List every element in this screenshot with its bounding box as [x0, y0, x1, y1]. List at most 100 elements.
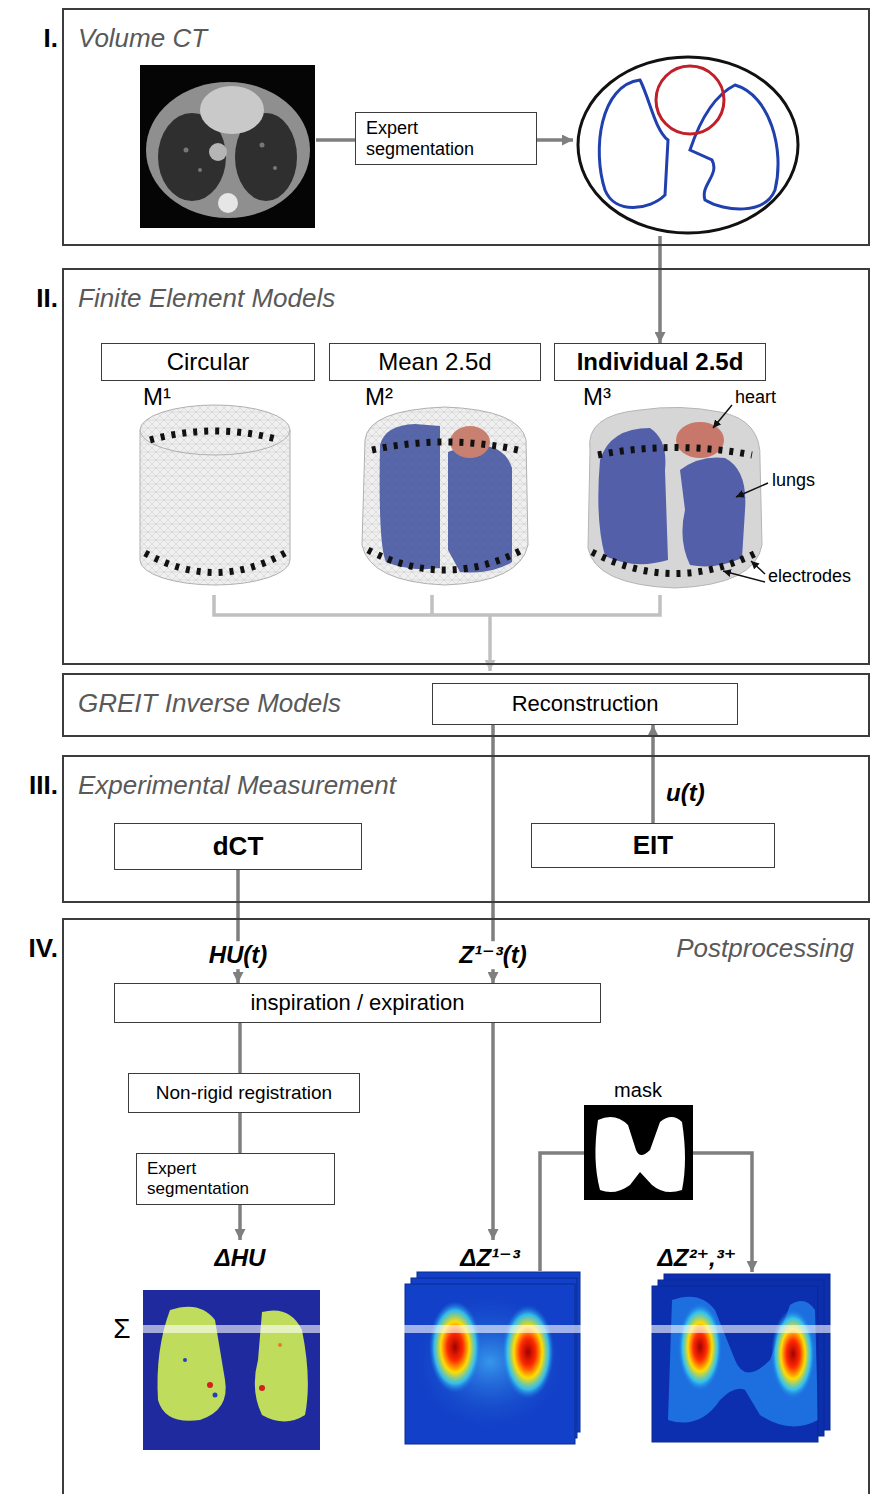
panel-numeral: III. [29, 771, 58, 801]
panel-title: GREIT Inverse Models [78, 689, 341, 719]
ct-scan-image [200, 86, 264, 134]
circular-model [140, 405, 290, 455]
signal-label: HU(t) [206, 941, 271, 969]
panel-title: Postprocessing [676, 934, 854, 964]
masked-eit-image-stack [652, 1274, 830, 1442]
ct-difference-image [207, 1382, 213, 1388]
figure-label: Σ [113, 1313, 130, 1345]
process-arrow [316, 138, 355, 142]
process-box: Non-rigid registration [128, 1073, 360, 1113]
ct-difference-image [213, 1393, 218, 1398]
ct-difference-image [143, 1290, 320, 1450]
ct-scan-image [273, 166, 277, 170]
box-label: Circular [167, 348, 250, 376]
masked-eit-image-stack [652, 1286, 818, 1442]
eit-image-stack [429, 1301, 481, 1393]
mean-model [362, 407, 528, 585]
masked-eit-image-stack [652, 1286, 818, 1442]
masked-eit-image-stack [668, 1297, 818, 1427]
figure-label: ΔZ²⁺,³⁺ [658, 1244, 737, 1272]
masked-eit-image-stack [678, 1303, 722, 1391]
process-box: Circular [101, 343, 315, 381]
figure-label: mask [614, 1079, 662, 1102]
process-box: Mean 2.5d [329, 343, 541, 381]
process-arrow [540, 1153, 584, 1271]
mask-image [584, 1105, 693, 1200]
signal-label: Z¹⁻³(t) [456, 941, 529, 969]
process-box: dCT [114, 823, 362, 870]
box-label: dCT [213, 832, 264, 862]
process-arrow [658, 236, 662, 343]
mean-model [448, 444, 512, 573]
flow-arrow [238, 1113, 242, 1153]
merge-line [430, 595, 434, 615]
eit-image-stack [405, 1272, 580, 1444]
figure-label: M¹ [143, 383, 171, 411]
individual-model [676, 422, 724, 458]
process-box: Expert segmentation [355, 112, 537, 165]
figure-label: lungs [772, 470, 815, 491]
figure-label: M² [365, 383, 393, 411]
ct-scan-image [140, 65, 315, 228]
process-arrow [238, 1205, 242, 1240]
circular-model [145, 553, 285, 573]
process-arrow [537, 138, 573, 142]
process-box: inspiration / expiration [114, 983, 601, 1023]
flow-arrow [238, 1023, 242, 1073]
mean-model [372, 442, 518, 450]
box-label: Expert segmentation [366, 118, 484, 159]
ct-difference-image [143, 1290, 320, 1450]
sum-band [649, 1325, 833, 1333]
section-panel: GREIT Inverse Models Reconstruction [62, 673, 870, 737]
box-label: EIT [633, 831, 673, 861]
individual-model [588, 407, 762, 588]
figure-label: M³ [583, 383, 611, 411]
ct-scan-image [209, 143, 227, 161]
box-label: Reconstruction [512, 691, 659, 716]
ct-difference-image [259, 1385, 265, 1391]
leader-line [736, 483, 768, 497]
process-box: EIT [531, 823, 775, 868]
circular-model [140, 405, 290, 585]
process-box: Individual 2.5d [554, 343, 766, 381]
mean-model [362, 407, 528, 585]
segmentation-contour [690, 85, 778, 209]
mask-image [584, 1105, 693, 1200]
panel-title: Volume CT [78, 24, 207, 54]
panel-title: Finite Element Models [78, 284, 335, 314]
segmentation-contour [599, 80, 668, 208]
mean-model [368, 550, 522, 570]
ct-scan-image [260, 143, 265, 148]
eit-image-stack [408, 1288, 572, 1436]
figure-label: ΔHU [215, 1244, 266, 1272]
box-label: Expert segmentation [147, 1159, 259, 1198]
individual-model [680, 458, 745, 567]
mean-model [380, 424, 440, 569]
merge-line [214, 595, 660, 671]
ct-difference-image [158, 1307, 226, 1421]
segmentation-contour [578, 57, 798, 233]
eit-image-stack [405, 1284, 575, 1444]
eit-image-stack [405, 1284, 575, 1444]
masked-eit-image-stack [771, 1309, 815, 1399]
flow-arrow [651, 725, 655, 823]
mask-image [595, 1117, 685, 1192]
sum-band [402, 1325, 582, 1333]
ct-scan-image [140, 65, 315, 228]
eit-image-stack [405, 1284, 575, 1444]
process-arrow [491, 1023, 495, 1240]
box-label: Mean 2.5d [378, 348, 491, 376]
process-box: Expert segmentation [136, 1153, 335, 1205]
process-box: Reconstruction [432, 683, 738, 725]
ct-scan-image [146, 82, 310, 218]
circular-model [150, 431, 280, 440]
ct-difference-image [183, 1358, 187, 1362]
ct-scan-image [184, 148, 189, 153]
panel-numeral: II. [36, 284, 58, 314]
figure-label: electrodes [768, 566, 851, 587]
signal-label: u(t) [663, 779, 708, 807]
masked-eit-image-stack [652, 1286, 818, 1442]
merge-line [214, 595, 660, 615]
